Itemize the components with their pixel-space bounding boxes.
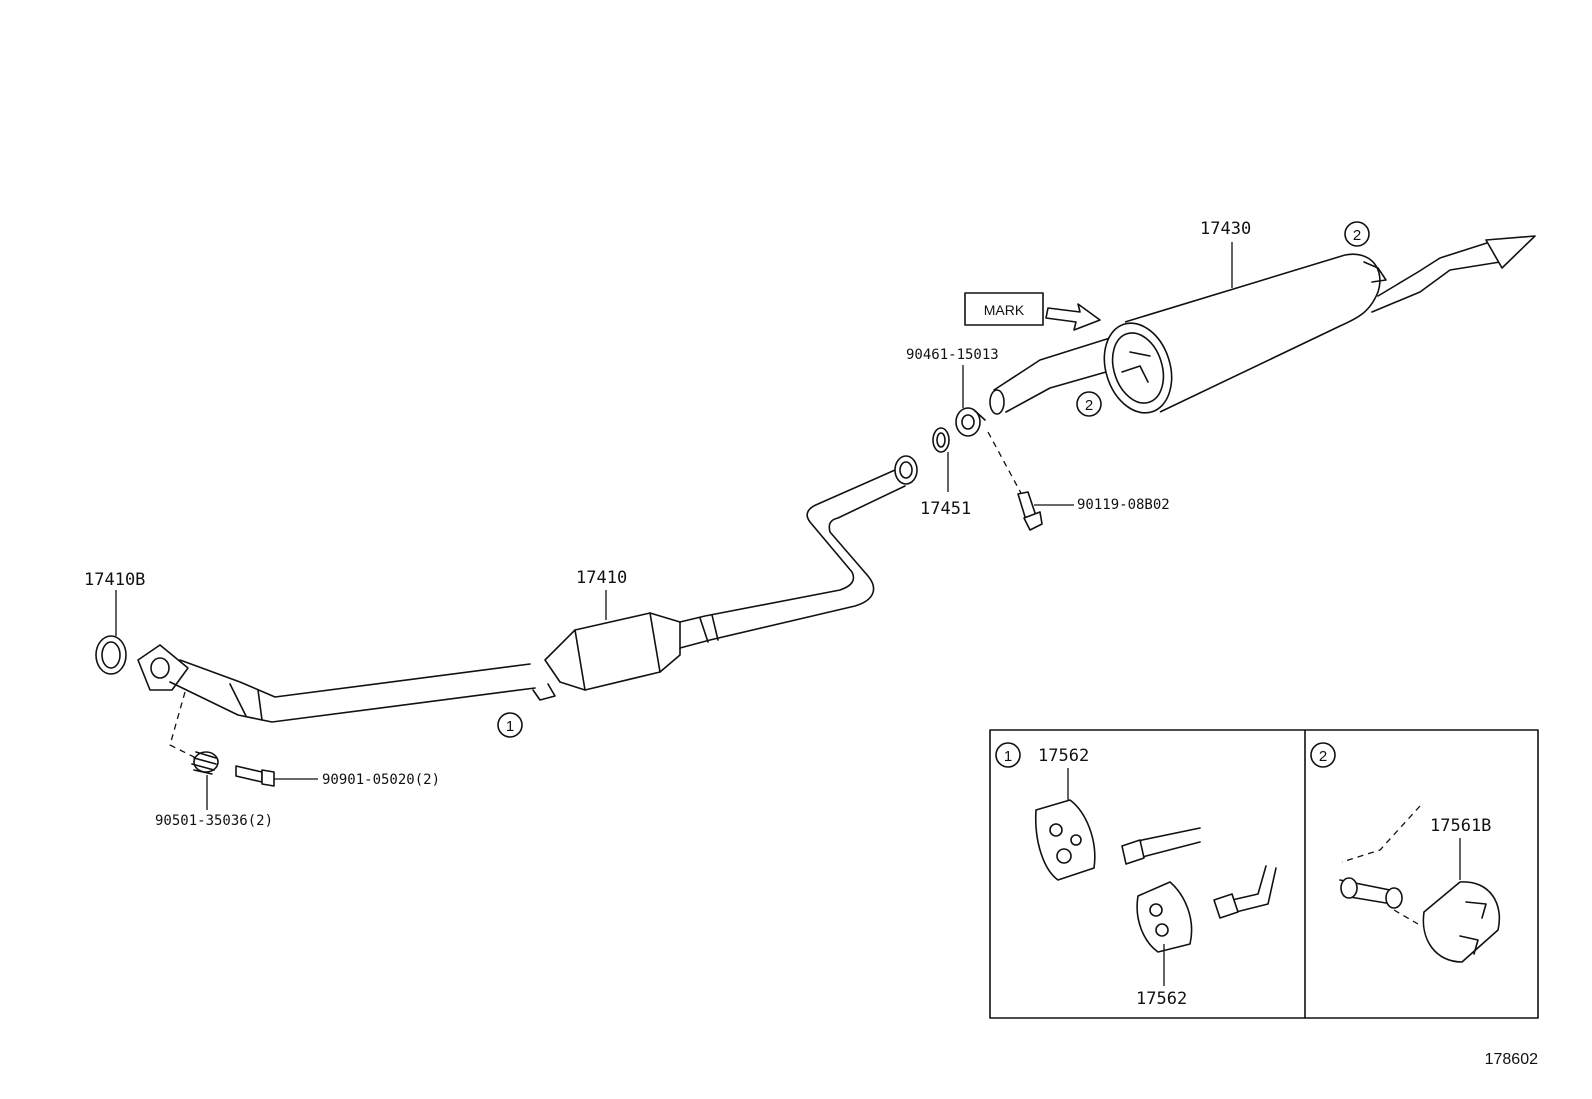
inset-panel-1-part-top: 17562 [1038, 746, 1089, 766]
tail-pipe-gasket [932, 427, 950, 453]
label-17410b: 17410B [84, 570, 145, 590]
inset-panel-2-number: 2 [1319, 748, 1327, 765]
exhaust-hanger-bottom [1136, 865, 1277, 953]
exhaust-hanger-top [1034, 799, 1201, 881]
callout-1-number: 1 [506, 718, 514, 735]
callout-2-side-number: 2 [1085, 397, 1093, 414]
label-17410: 17410 [576, 568, 627, 588]
mark-box [964, 292, 1044, 326]
dash-bolt-guide [987, 431, 1023, 496]
inset-panel-1-circle [995, 742, 1021, 768]
flange-bolt [1017, 491, 1043, 531]
inset-panel-1-part-bottom: 17562 [1136, 989, 1187, 1009]
callout-2-top-number: 2 [1353, 227, 1361, 244]
label-90901: 90901-05020(2) [322, 772, 440, 788]
inset-panel-2-part: 17561B [1430, 816, 1491, 836]
compression-spring-nut [955, 407, 986, 437]
mark-arrow-icon [1045, 303, 1101, 331]
inset-box [989, 729, 1539, 1019]
label-90119: 90119-08B02 [1077, 497, 1170, 513]
callout-circle-2-top [1344, 221, 1370, 247]
label-17430: 17430 [1200, 219, 1251, 239]
inset-panel-2-circle [1310, 742, 1336, 768]
front-exhaust-pipe [137, 455, 918, 723]
exhaust-pipe-gasket [95, 635, 127, 675]
diagram-id: 178602 [1485, 1051, 1538, 1068]
callout-circle-1 [497, 712, 523, 738]
compression-spring [191, 751, 219, 775]
mark-label: MARK [984, 302, 1025, 318]
tail-pipe-muffler [989, 235, 1536, 415]
label-90461: 90461-15013 [906, 347, 999, 363]
inset-panel-1-number: 1 [1004, 748, 1012, 765]
exhaust-hanger-rear [1339, 805, 1501, 963]
label-17451: 17451 [920, 499, 971, 519]
callout-circle-2-side [1076, 391, 1102, 417]
stud-bolt [235, 765, 275, 787]
dash-spring-guide [169, 691, 201, 761]
label-90501: 90501-35036(2) [155, 813, 273, 829]
